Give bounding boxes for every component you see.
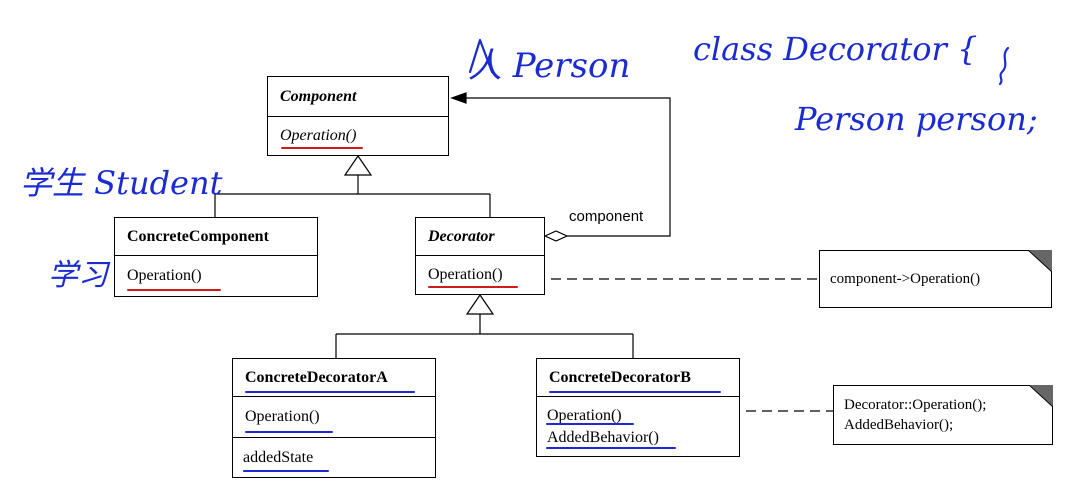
handwritten-student: 学生 Student (20, 164, 223, 202)
class-concrete-decorator-a-attribute: addedState (233, 437, 435, 477)
class-component-name: Component (268, 77, 448, 117)
blue-underline-decorator-b-name (549, 391, 721, 393)
class-concrete-decorator-a-operation: Operation() (245, 408, 320, 425)
class-concrete-decorator-a-name: ConcreteDecoratorA (233, 359, 435, 397)
blue-underline-decorator-a-attribute (243, 470, 329, 472)
inheritance-connector-decorator (335, 293, 634, 359)
note-fold-icon (1029, 385, 1053, 407)
class-decorator-name: Decorator (416, 218, 544, 256)
association-label: component (569, 208, 644, 225)
red-underline-component-operation (281, 147, 363, 149)
class-concrete-decorator-a: ConcreteDecoratorA Operation() addedStat… (232, 358, 436, 478)
handwritten-class-decl-line1: class Decorator { (693, 30, 978, 68)
class-concrete-component: ConcreteComponent Operation() (114, 217, 318, 297)
class-component-operation: Operation() (280, 127, 357, 144)
handwritten-scribbles (468, 38, 1010, 86)
class-concrete-component-name: ConcreteComponent (115, 218, 317, 256)
handwritten-class-decl-line2: Person person; (795, 100, 1038, 138)
handwritten-person: 人 Person (468, 46, 631, 86)
note-decorator-operation: component->Operation() (819, 250, 1052, 308)
class-concrete-component-operation: Operation() (127, 267, 202, 284)
class-concrete-decorator-b-name: ConcreteDecoratorB (537, 359, 739, 397)
class-component: Component Operation() (267, 76, 449, 156)
blue-underline-decorator-a-operation (245, 431, 333, 433)
note-fold-icon (1028, 250, 1052, 272)
red-underline-concrete-component-operation (127, 289, 221, 291)
note-decorator-b-line2: AddedBehavior(); (844, 417, 954, 433)
note-decorator-b-line1: Decorator::Operation(); (844, 397, 987, 413)
class-decorator-operation: Operation() (428, 266, 503, 283)
blue-underline-decorator-b-operation (546, 423, 634, 425)
blue-underline-decorator-b-behavior (546, 447, 676, 449)
class-concrete-decorator-b: ConcreteDecoratorB Operation() AddedBeha… (536, 358, 740, 457)
note-decorator-text: component->Operation() (830, 270, 981, 287)
handwritten-study: 学习 (48, 258, 108, 293)
note-decorator-b-operation: Decorator::Operation(); AddedBehavior(); (833, 385, 1053, 445)
class-concrete-decorator-b-operation: Operation() (547, 406, 622, 424)
inheritance-connector-component (214, 154, 491, 218)
aggregation-connector (450, 92, 671, 242)
red-underline-decorator-operation (428, 286, 518, 288)
blue-underline-decorator-a-name (245, 391, 415, 393)
class-concrete-decorator-b-behavior: AddedBehavior() (547, 428, 659, 446)
class-decorator: Decorator Operation() (415, 217, 545, 295)
